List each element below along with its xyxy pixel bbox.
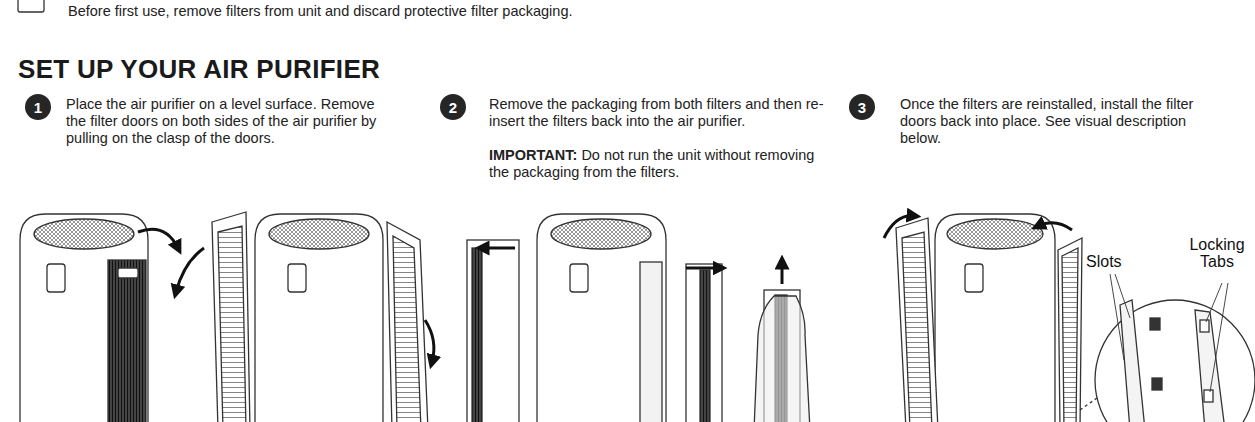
step-text: Place the air purifier on a level surfac… xyxy=(66,96,388,147)
step-text: Once the filters are reinstalled, instal… xyxy=(900,96,1218,147)
step-number: 2 xyxy=(440,94,466,120)
page-title: SET UP YOUR AIR PURIFIER xyxy=(18,54,380,85)
step-text: Remove the packaging from both filters a… xyxy=(489,96,825,130)
step-number-text: 2 xyxy=(449,99,457,116)
note-text: Before first use, remove filters from un… xyxy=(68,3,1068,20)
important-note: IMPORTANT: Do not run the unit without r… xyxy=(489,147,825,181)
step-number-text: 3 xyxy=(858,99,866,116)
step-number: 1 xyxy=(25,94,51,120)
step-number-text: 1 xyxy=(34,99,42,116)
step-number: 3 xyxy=(849,94,875,120)
part-label: Slots xyxy=(1084,253,1124,270)
part-label: Locking Tabs xyxy=(1183,236,1251,270)
warning-heading: IMPORTANT: xyxy=(489,147,577,163)
